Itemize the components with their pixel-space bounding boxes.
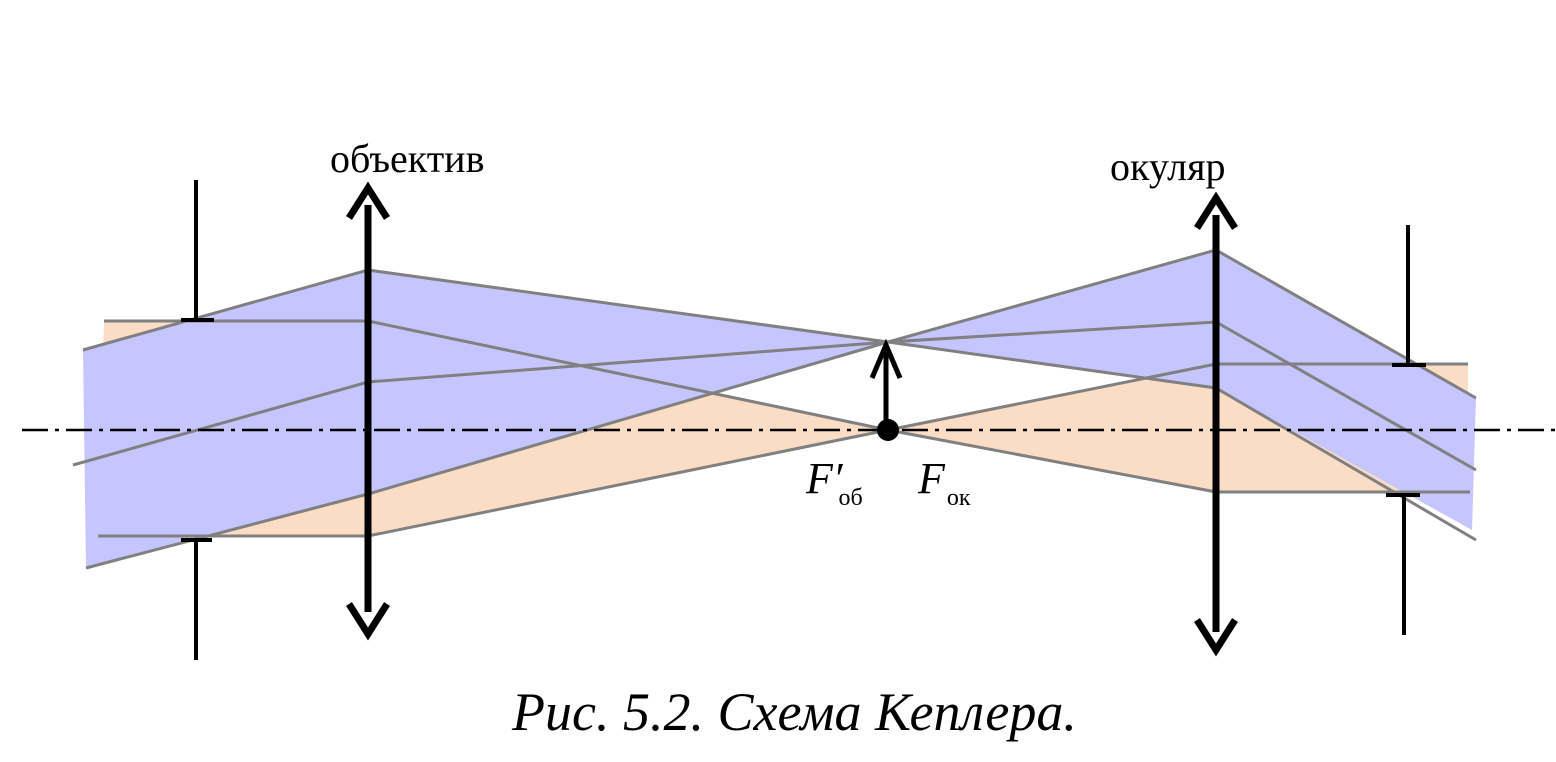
- ray-blue-upper: [82, 268, 1217, 390]
- focal-point: [877, 419, 899, 441]
- focus-objective-label: F′об: [805, 454, 863, 511]
- eyepiece-lens: [1194, 191, 1238, 657]
- blue-beam-right: [888, 250, 1476, 530]
- beam-fills: [83, 250, 1476, 568]
- eyepiece-label: окуляр: [1110, 144, 1225, 189]
- focus-eyepiece-label: Fок: [917, 454, 971, 511]
- ray-blue-chief: [72, 320, 1477, 472]
- objective-lens: [346, 181, 390, 641]
- intermediate-image-arrow: [869, 338, 903, 430]
- exit-aperture: [1386, 225, 1426, 635]
- blue-beam-left: [83, 270, 888, 568]
- entrance-aperture: [181, 180, 214, 660]
- figure-caption: Рис. 5.2. Схема Кеплера.: [511, 682, 1077, 742]
- focus-eyepiece-subscript: ок: [947, 485, 971, 511]
- ray-blue-exit: [1215, 386, 1477, 542]
- focus-eyepiece-symbol: F: [917, 454, 946, 503]
- focus-objective-symbol: F′: [805, 454, 844, 503]
- objective-label: объектив: [330, 136, 484, 181]
- focus-objective-subscript: об: [839, 485, 863, 511]
